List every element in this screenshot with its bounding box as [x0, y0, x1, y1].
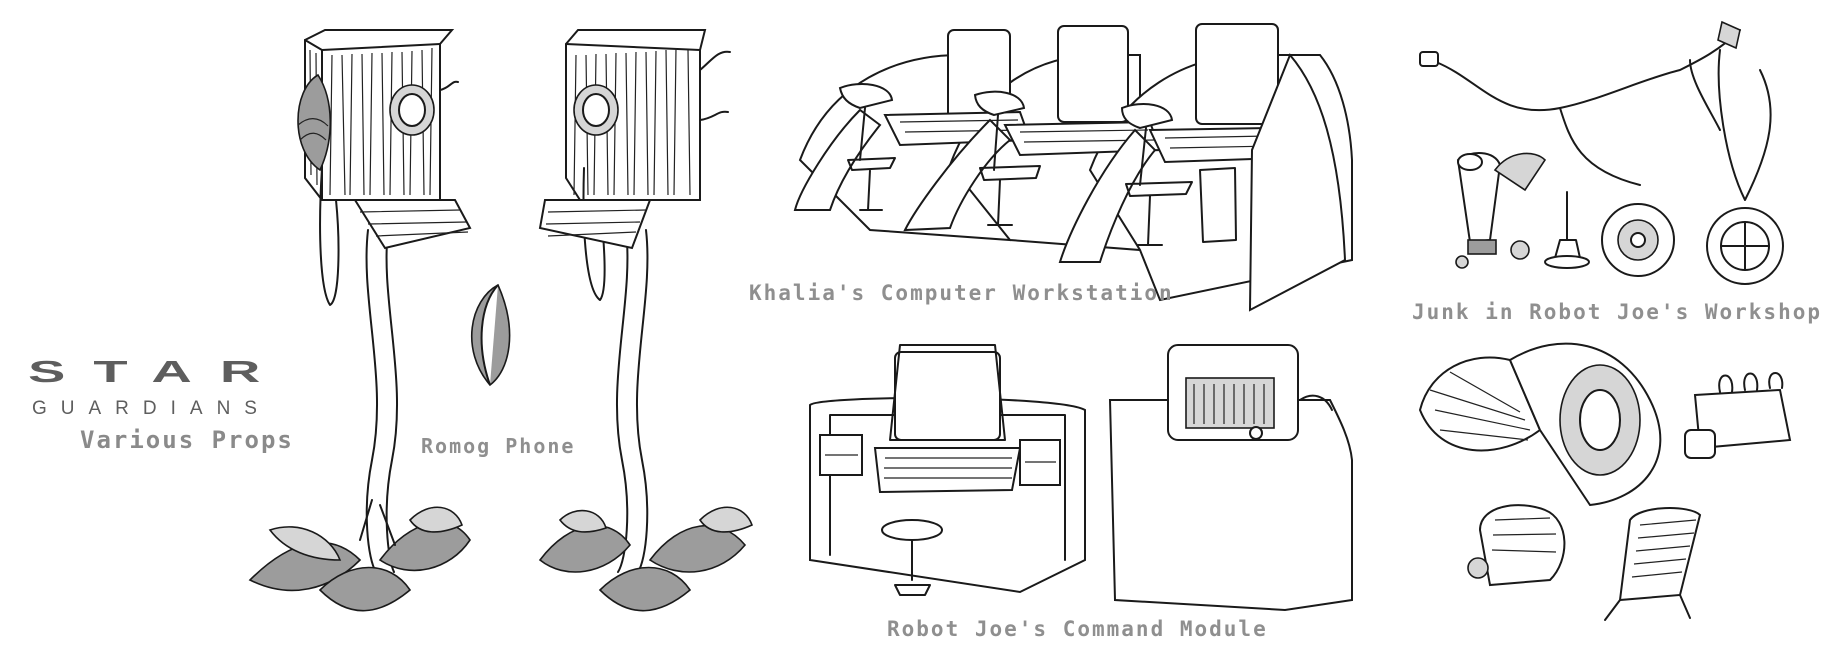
workshop-junk	[1419, 20, 1784, 285]
computer-workstation	[793, 23, 1353, 312]
logo-guardians-text: GUARDIANS	[32, 398, 271, 419]
caption-romog-phone: Romog Phone	[421, 434, 576, 458]
shell-earpiece	[470, 283, 511, 387]
page-subtitle: Various Props	[80, 426, 294, 454]
command-module	[809, 344, 1353, 612]
caption-command-module: Robot Joe's Command Module	[887, 617, 1268, 641]
logo-star-text: STAR	[28, 353, 289, 389]
engine-parts	[1418, 342, 1792, 621]
romog-phone-right	[538, 29, 753, 612]
caption-workshop-junk: Junk in Robot Joe's Workshop	[1412, 300, 1823, 324]
romog-phone-left	[248, 29, 472, 612]
caption-computer-workstation: Khalia's Computer Workstation	[749, 281, 1174, 305]
